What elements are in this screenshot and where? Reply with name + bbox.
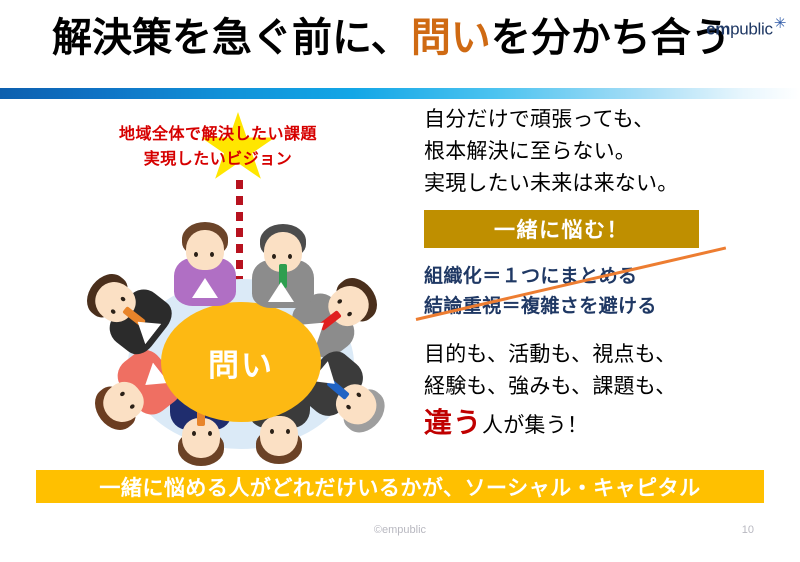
person-top-right bbox=[246, 224, 320, 310]
crossed-out-line-1: 組織化＝１つにまとめる bbox=[424, 265, 638, 287]
person-top-head bbox=[186, 230, 224, 270]
title-text-part2: を分かち合う bbox=[490, 16, 731, 60]
asterisk-flower-icon: ✳ bbox=[773, 15, 787, 32]
diversity-line-2: 経験も、強みも、課題も、 bbox=[424, 374, 677, 398]
slide-header: 解決策を急ぐ前に、問いを分かち合う empublic✳ bbox=[0, 0, 800, 86]
intro-line-2: 根本解決に至らない。 bbox=[424, 139, 636, 163]
title-highlight-toi: 問い bbox=[410, 16, 491, 60]
person-top-eye-right bbox=[210, 252, 214, 257]
crossed-out-block: 組織化＝１つにまとめる 結論重視＝複雑さを避ける bbox=[415, 246, 727, 326]
person-bottom-right-eye-right bbox=[270, 429, 274, 434]
title-text-part1: 解決策を急ぐ前に、 bbox=[52, 16, 411, 60]
vision-caption-line1: 地域全体で解決したい課題 bbox=[118, 126, 317, 143]
person-bottom-eye-left bbox=[208, 431, 212, 436]
circle-discussion-diagram: 地域全体で解決したい課題 実現したいビジョン bbox=[18, 104, 418, 466]
logo-text-em: em bbox=[706, 19, 731, 39]
person-top bbox=[168, 222, 242, 308]
person-top-right-eye-right bbox=[288, 254, 292, 259]
person-bottom-eye-right bbox=[192, 431, 196, 436]
center-question-oval: 問い bbox=[161, 302, 321, 422]
intro-line-3: 実現したい未来は来ない。 bbox=[424, 171, 679, 195]
person-top-right-eye-left bbox=[272, 254, 276, 259]
person-top-eye-left bbox=[194, 252, 198, 257]
diversity-line-3: 違う人が集う！ bbox=[424, 402, 784, 444]
person-bottom-right-eye-left bbox=[286, 429, 290, 434]
page-title: 解決策を急ぐ前に、問いを分かち合う bbox=[52, 12, 731, 64]
diversity-paragraph: 目的も、活動も、視点も、 経験も、強みも、課題も、 違う人が集う！ bbox=[424, 339, 784, 444]
diversity-emphasis-chigau: 違う bbox=[424, 407, 483, 439]
gold-banner-label: 一緒に悩む！ bbox=[494, 218, 629, 242]
center-question-label: 問い bbox=[208, 347, 274, 383]
social-capital-banner: 一緒に悩める人がどれだけいるかが、ソーシャル・キャピタル bbox=[36, 470, 764, 503]
crossed-out-text: 組織化＝１つにまとめる 結論重視＝複雑さを避ける bbox=[424, 262, 720, 324]
footer-page-number: 10 bbox=[741, 524, 754, 536]
gold-highlight-banner: 一緒に悩む！ bbox=[424, 209, 699, 248]
diversity-tail-text: 人が集う！ bbox=[482, 414, 589, 438]
diversity-line-1: 目的も、活動も、視点も、 bbox=[424, 343, 677, 367]
vision-caption: 地域全体で解決したい課題 実現したいビジョン bbox=[18, 123, 418, 173]
social-capital-banner-label: 一緒に悩める人がどれだけいるかが、ソーシャル・キャピタル bbox=[99, 476, 701, 500]
person-top-right-tie bbox=[279, 264, 287, 288]
empublic-logo: empublic✳ bbox=[706, 14, 786, 40]
logo-text-public: public bbox=[730, 19, 773, 39]
blue-gradient-divider bbox=[0, 88, 800, 99]
vision-caption-line2: 実現したいビジョン bbox=[143, 150, 293, 168]
footer-copyright: ©empublic bbox=[373, 524, 427, 536]
intro-line-1: 自分だけで頑張っても、 bbox=[424, 108, 655, 131]
intro-paragraph: 自分だけで頑張っても、 根本解決に至らない。 実現したい未来は来ない。 bbox=[424, 104, 784, 200]
right-content-column: 自分だけで頑張っても、 根本解決に至らない。 実現したい未来は来ない。 一緒に悩… bbox=[415, 104, 784, 444]
person-bottom-right-head bbox=[260, 416, 298, 456]
red-dashed-arrow-line bbox=[236, 180, 243, 280]
